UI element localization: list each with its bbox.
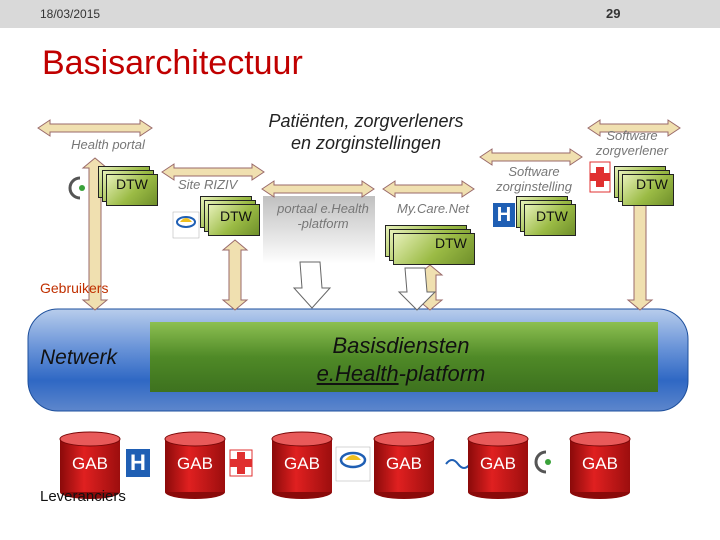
software-zorgverlener-line1: Software xyxy=(606,128,658,143)
white-arrows xyxy=(292,261,437,311)
center-label: Patiënten, zorgverleners en zorginstelli… xyxy=(236,110,496,154)
dtw-label: DTW xyxy=(116,176,148,192)
varrow-4 xyxy=(626,194,654,311)
basisdiensten-line: Basisdiensten xyxy=(332,333,470,358)
portal-box xyxy=(263,196,375,264)
platform-suffix: -platform xyxy=(398,361,486,386)
netwerk-label: Netwerk xyxy=(40,346,118,369)
gab-label: GAB xyxy=(582,454,618,473)
slide-date: 18/03/2015 xyxy=(40,7,101,21)
arrow-mycarenet xyxy=(382,180,475,198)
leveranciers-label: Leveranciers xyxy=(40,488,126,505)
arrow-health-portal xyxy=(37,119,153,137)
gab-cylinder xyxy=(164,431,226,499)
software-zorginstelling-line1: Software xyxy=(508,164,560,179)
gab-label: GAB xyxy=(386,454,422,473)
gab-label: GAB xyxy=(177,454,213,473)
gab-cylinders xyxy=(59,431,631,499)
arrow-software-zorginstelling xyxy=(479,148,583,166)
center-label-line2: en zorginstellingen xyxy=(290,133,442,153)
platform-block xyxy=(150,322,658,392)
gab-cylinder xyxy=(59,431,121,499)
riziv-logo-icon-bottom xyxy=(335,446,371,482)
gab-label: GAB xyxy=(284,454,320,473)
red-cross-icon-bottom xyxy=(229,449,253,477)
health-portal-label: Health portal xyxy=(71,137,145,152)
varrow-2 xyxy=(221,239,249,311)
dtw-label: DTW xyxy=(636,176,668,192)
portal-label-line2: -platform xyxy=(297,216,349,231)
software-zorgverlener-line2: zorgverlener xyxy=(595,143,669,158)
arrow-portal xyxy=(261,180,375,198)
portal-label-line1: portaal e.Health xyxy=(277,201,369,216)
mycarenet-logo-icon-bottom xyxy=(445,459,471,469)
red-cross-icon xyxy=(589,161,611,193)
platform-line: e.Health-platform xyxy=(296,360,506,388)
white-arrow-mycarenet xyxy=(397,267,437,311)
dtw-label: DTW xyxy=(536,208,568,224)
gab-label: GAB xyxy=(480,454,516,473)
hospital-icon: H xyxy=(493,203,515,227)
arrow-site-riziv xyxy=(161,163,265,181)
portal-label: portaal e.Health -platform xyxy=(268,201,378,231)
ehealth-swirl-icon-right xyxy=(534,450,551,474)
platform-prefix: e.Health xyxy=(316,361,399,386)
mycarenet-label: My.Care.Net xyxy=(397,201,469,216)
site-riziv-label: Site RIZIV xyxy=(178,177,238,192)
software-zorginstelling-label: Software zorginstelling xyxy=(486,164,582,194)
slide-title: Basisarchitectuur xyxy=(42,44,303,82)
gab-cylinder xyxy=(271,431,333,499)
gab-cylinder xyxy=(373,431,435,499)
dtw-label: DTW xyxy=(435,235,467,251)
dtw-label: DTW xyxy=(220,208,252,224)
slide-number: 29 xyxy=(606,6,621,21)
top-bar xyxy=(0,0,720,28)
gebruikers-label: Gebruikers xyxy=(40,280,109,296)
center-label-line1: Patiënten, zorgverleners xyxy=(268,111,464,131)
riziv-logo-icon xyxy=(172,211,200,239)
basisdiensten-label: Basisdiensten e.Health-platform xyxy=(296,332,506,388)
gab-label: GAB xyxy=(72,454,108,473)
white-arrow-portal xyxy=(292,261,332,309)
top-arrows xyxy=(37,119,681,198)
gab-cylinder xyxy=(569,431,631,499)
gab-cylinder xyxy=(467,431,529,499)
hospital-icon-bottom: H xyxy=(126,449,150,477)
ehealth-swirl-icon xyxy=(68,176,85,200)
software-zorgverlener-label: Software zorgverlener xyxy=(582,128,682,158)
arrow-software-zorgverlener xyxy=(587,119,681,137)
software-zorginstelling-line2: zorginstelling xyxy=(496,179,572,194)
